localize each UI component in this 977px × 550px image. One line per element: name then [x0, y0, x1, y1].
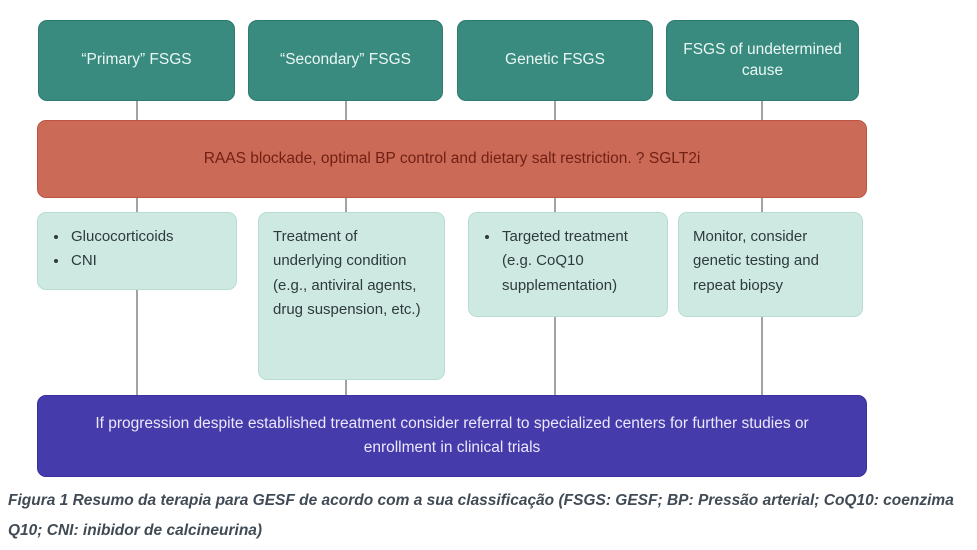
treatment-box-undetermined: Monitor, consider genetic testing and re…: [678, 212, 863, 317]
connector-line: [761, 101, 763, 120]
connector-line: [554, 101, 556, 120]
treatment-bullet-list: Targeted treatment (e.g. CoQ10 supplemen…: [483, 225, 653, 298]
connector-line: [554, 317, 556, 395]
classification-box-secondary-fsgs: “Secondary” FSGS: [248, 20, 443, 101]
classification-box-undetermined-fsgs: FSGS of undetermined cause: [666, 20, 859, 101]
connector-line: [136, 198, 138, 212]
treatment-text: Monitor, consider genetic testing and re…: [693, 228, 819, 294]
bullet-item: Targeted treatment (e.g. CoQ10 supplemen…: [500, 225, 653, 298]
bullet-item: CNI: [69, 249, 222, 273]
figure-caption: Figura 1 Resumo da terapia para GESF de …: [8, 492, 954, 539]
treatment-text: Treatment of underlying condition (e.g.,…: [273, 228, 421, 318]
bullet-item: Glucocorticoids: [69, 225, 222, 249]
connector-line: [761, 198, 763, 212]
connector-line: [345, 101, 347, 120]
raas-blockade-bar: RAAS blockade, optimal BP control and di…: [37, 120, 867, 198]
connector-line: [136, 290, 138, 395]
classification-box-primary-fsgs: “Primary” FSGS: [38, 20, 235, 101]
connector-line: [136, 101, 138, 120]
classification-label: “Primary” FSGS: [81, 51, 192, 69]
referral-text: If progression despite established treat…: [95, 414, 809, 456]
classification-label: Genetic FSGS: [505, 51, 605, 69]
raas-blockade-text: RAAS blockade, optimal BP control and di…: [203, 150, 701, 167]
connector-line: [761, 317, 763, 395]
treatment-bullet-list: Glucocorticoids CNI: [52, 225, 222, 274]
classification-box-genetic-fsgs: Genetic FSGS: [457, 20, 653, 101]
classification-label: FSGS of undetermined cause: [683, 40, 842, 79]
referral-bar: If progression despite established treat…: [37, 395, 867, 477]
treatment-box-secondary: Treatment of underlying condition (e.g.,…: [258, 212, 445, 380]
connector-line: [345, 198, 347, 212]
treatment-box-genetic: Targeted treatment (e.g. CoQ10 supplemen…: [468, 212, 668, 317]
treatment-box-primary: Glucocorticoids CNI: [37, 212, 237, 290]
connector-line: [554, 198, 556, 212]
connector-line: [345, 380, 347, 395]
classification-label: “Secondary” FSGS: [280, 51, 411, 69]
